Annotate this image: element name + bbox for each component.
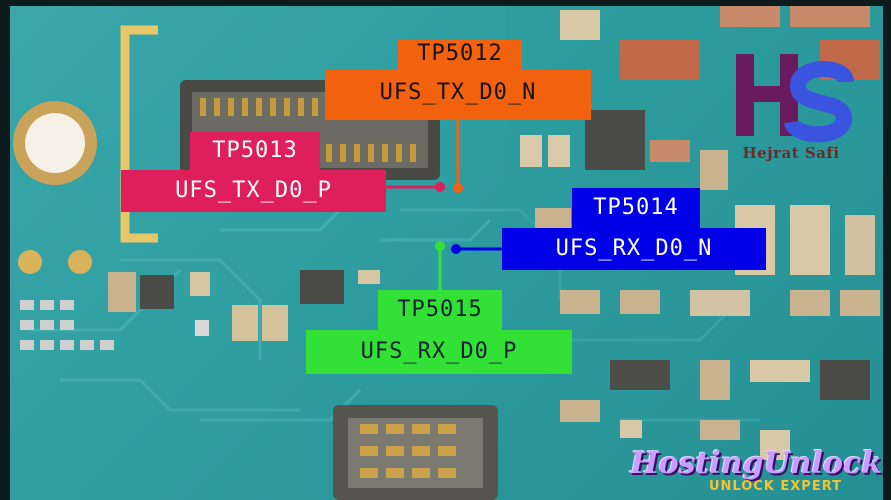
label-tp5012-id: TP5012	[417, 41, 503, 66]
label-tp5013-id: TP5013	[212, 138, 298, 163]
brand-tagline: UNLOCK EXPERT	[708, 479, 842, 494]
label-tp5015-signal-box: UFS_RX_D0_P	[306, 330, 572, 374]
label-tp5012-signal: UFS_TX_D0_N	[379, 80, 537, 105]
label-tp5012: TP5012	[398, 40, 522, 70]
frame-edge-right	[883, 0, 891, 500]
label-tp5015-id: TP5015	[397, 297, 483, 322]
testpoint-tp5015	[435, 241, 445, 251]
testpoint-tp5013	[435, 182, 445, 192]
hs-logo: Hejrat Safi	[728, 52, 854, 172]
label-tp5014: TP5014	[572, 188, 700, 228]
brand-name: HostingUnlock	[630, 446, 882, 481]
label-tp5014-id: TP5014	[593, 195, 679, 220]
brand-watermark: HostingUnlock UNLOCK EXPERT	[620, 448, 882, 498]
label-tp5013: TP5013	[190, 132, 320, 170]
label-tp5013-signal-box: UFS_TX_D0_P	[121, 170, 386, 212]
label-tp5015-signal: UFS_RX_D0_P	[360, 339, 518, 364]
label-tp5012-signal-box: UFS_TX_D0_N	[325, 70, 591, 120]
frame-edge-top	[0, 0, 891, 6]
label-tp5015: TP5015	[378, 290, 502, 330]
silkscreen-bracket	[120, 25, 158, 243]
label-tp5014-signal-box: UFS_RX_D0_N	[502, 228, 766, 270]
label-tp5013-signal: UFS_TX_D0_P	[175, 178, 332, 203]
testpoint-tp5014	[451, 244, 461, 254]
hs-logo-mark	[736, 54, 854, 143]
hs-logo-caption: Hejrat Safi	[742, 144, 840, 162]
frame-edge-left	[0, 0, 10, 500]
testpoint-tp5012	[453, 183, 463, 193]
label-tp5014-signal: UFS_RX_D0_N	[555, 236, 713, 261]
